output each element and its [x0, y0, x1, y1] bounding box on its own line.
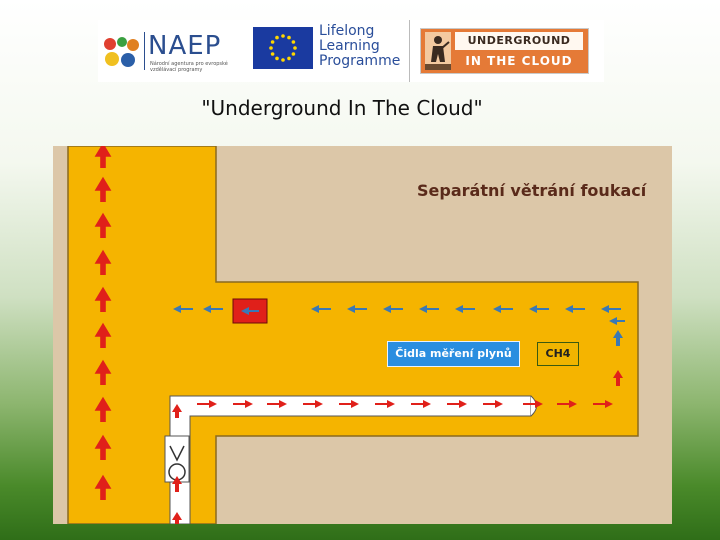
- naep-divider: [144, 32, 145, 70]
- naep-subtitle: Národní agentura pro evropské vzdělávací…: [150, 61, 228, 73]
- tunnel-shape: [67, 146, 639, 524]
- ventilation-duct: [169, 395, 532, 524]
- naep-dots-icon: [104, 37, 139, 67]
- ventilation-schematic: [67, 146, 639, 524]
- logo-divider: [409, 20, 410, 82]
- slide-title: "Underground In The Cloud": [201, 96, 483, 120]
- eu-flag-icon: [253, 27, 313, 69]
- logo-strip: NAEP Národní agentura pro evropské vzděl…: [98, 20, 604, 82]
- miner-icon: [425, 32, 451, 70]
- diagram-heading: Separátní větrání foukací: [417, 181, 647, 200]
- llp-line-3: Programme: [319, 53, 401, 69]
- ch4-label: CH4: [537, 342, 579, 366]
- inflow-arrows-duct: [197, 400, 613, 408]
- return-arrows: [173, 305, 621, 313]
- uic-logo-bottom: IN THE CLOUD: [465, 54, 573, 68]
- uic-logo-top: UNDERGROUND: [455, 32, 583, 50]
- llp-logo-text: Lifelong Learning Programme: [319, 24, 400, 69]
- gas-sensor-label: Čidla měření plynů: [387, 341, 520, 367]
- naep-wordmark: NAEP: [148, 31, 222, 61]
- uic-logo: UNDERGROUND IN THE CLOUD: [420, 28, 589, 74]
- naep-logo: NAEP Národní agentura pro evropské vzděl…: [98, 20, 246, 82]
- inflow-arrows-shaft: [94, 146, 112, 500]
- ventilation-diagram: Separátní větrání foukací Čidla měření p…: [53, 146, 672, 524]
- llp-line-2: Learning: [319, 38, 380, 54]
- llp-line-1: Lifelong: [319, 23, 375, 39]
